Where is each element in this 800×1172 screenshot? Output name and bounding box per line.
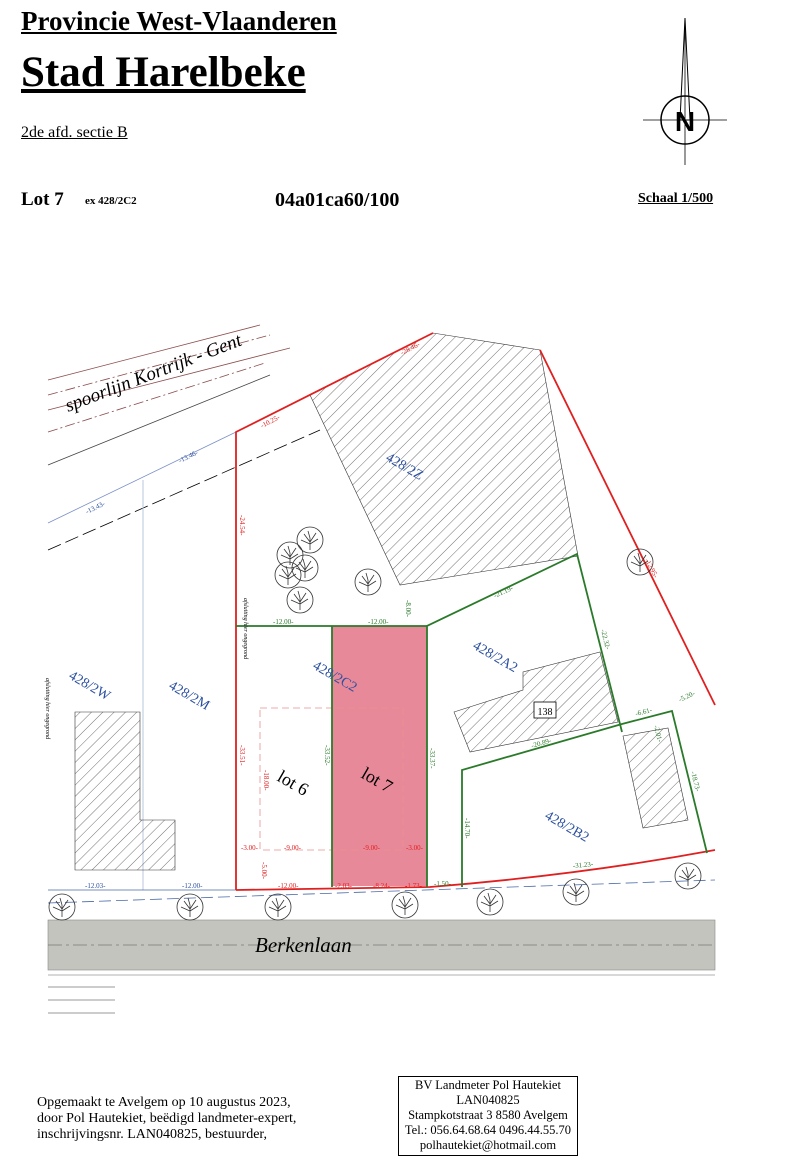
boundary-note: afsluiting hier ongegrond: [44, 678, 51, 740]
company-license: LAN040825: [456, 1093, 520, 1107]
building-428-2Z: [309, 332, 579, 586]
dimension: -12.00-: [273, 618, 294, 626]
north-arrow-icon: N: [643, 17, 727, 165]
province-title: Provincie West-Vlaanderen: [21, 6, 337, 36]
dimension: -1.73-: [405, 882, 423, 890]
parcel-label: 428/2A2: [470, 638, 520, 675]
dimension: -24.54-: [238, 515, 246, 536]
dimension: -33.37-: [428, 748, 436, 769]
lot-origin: ex 428/2C2: [85, 195, 137, 207]
cadastral-section: 2de afd. sectie B: [21, 124, 128, 141]
statement-line: door Pol Hautekiet, beëdigd landmeter-ex…: [37, 1111, 297, 1126]
dimension: -18.00-: [262, 770, 270, 791]
dimension: -33.51-: [238, 745, 246, 766]
dimension: -3.00-: [241, 844, 259, 852]
statement-line: inschrijvingsnr. LAN040825, bestuurder,: [37, 1127, 268, 1142]
dimension: -3.00-: [406, 844, 424, 852]
dimension: -5.20-: [677, 689, 696, 704]
company-address: Stampkotstraat 3 8580 Avelgem: [408, 1108, 568, 1122]
statement-line: Opgemaakt te Avelgem op 10 augustus 2023…: [37, 1095, 291, 1110]
property-boundary: [235, 332, 716, 891]
company-name: BV Landmeter Pol Hautekiet: [415, 1078, 561, 1092]
dimension: -21.19-: [492, 584, 514, 600]
dimension: -14.70-: [463, 818, 471, 839]
company-email: polhautekiet@hotmail.com: [419, 1138, 557, 1152]
dimension: -12.00-: [368, 618, 389, 626]
dimension: -8.24-: [373, 882, 391, 890]
lot-6-label: lot 6: [274, 766, 312, 800]
street-label: Berkenlaan: [255, 933, 352, 957]
city-title: Stad Harelbeke: [21, 49, 306, 96]
house-number: 138: [538, 707, 553, 718]
dimension: -1.50-: [434, 880, 452, 888]
dimension: -31.23-: [572, 860, 594, 870]
boundary-note: afsluiting hier ongegrond: [242, 598, 249, 660]
company-phone: Tel.: 056.64.68.64 0496.44.55.70: [404, 1123, 572, 1137]
dimension: -33.52-: [323, 745, 331, 766]
dimension: -13.46-: [177, 448, 199, 464]
parcel-label: 428/2B2: [542, 808, 591, 845]
dimension: -13.43-: [84, 499, 106, 515]
lot-7-area: [332, 626, 427, 886]
dimension: -2.03-: [335, 882, 353, 890]
lot-number: Lot 7: [21, 189, 64, 210]
dimension: -12.03-: [85, 882, 106, 890]
surveyor-stamp: BV Landmeter Pol Hautekiet LAN040825 Sta…: [398, 1076, 578, 1156]
reference-code: 04a01ca60/100: [275, 189, 400, 211]
scale-label: Schaal 1/500: [638, 191, 714, 206]
dimension: -9.00-: [284, 844, 302, 852]
dimension: -12.95-: [643, 557, 660, 579]
building-428-2W: [74, 711, 176, 871]
parcel-label: 428/2M: [166, 678, 212, 713]
dimension: -5.00-: [260, 862, 268, 880]
dimension: -12.00-: [182, 882, 203, 890]
building-annex: [622, 727, 689, 829]
surveyor-statement: Opgemaakt te Avelgem op 10 augustus 2023…: [37, 1095, 296, 1143]
new-boundaries: [236, 552, 708, 887]
parcel-label: 428/2W: [66, 668, 113, 704]
dimension: -8.00-: [404, 600, 412, 618]
dimension: -12.00-: [278, 882, 299, 890]
railway: [47, 324, 321, 890]
railway-label: spoorlijn Kortrijk - Gent: [62, 330, 245, 417]
dimension: -9.00-: [363, 844, 381, 852]
north-label: N: [675, 106, 695, 137]
